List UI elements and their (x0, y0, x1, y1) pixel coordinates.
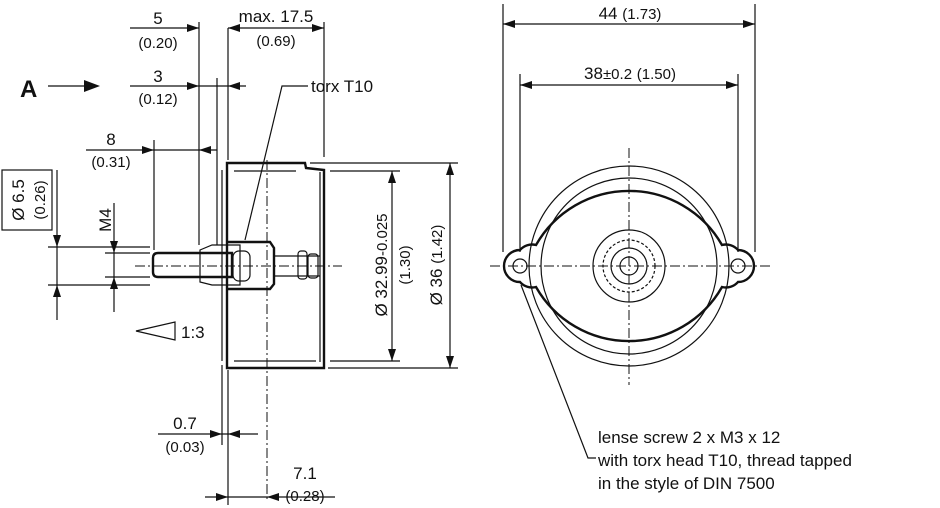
svg-text:8: 8 (106, 130, 115, 149)
svg-text:0.7: 0.7 (173, 414, 197, 433)
dim-max-17-5: max. 17.5 (0.69) (228, 7, 324, 50)
svg-text:38±0.2 (1.50): 38±0.2 (1.50) (584, 64, 676, 83)
svg-text:(0.28): (0.28) (285, 488, 324, 505)
svg-text:(1.30): (1.30) (397, 245, 414, 284)
side-view (135, 160, 342, 500)
dim-36: Ø 36 (1.42) (427, 163, 454, 368)
torx-callout: torx T10 (244, 77, 373, 241)
svg-text:44 (1.73): 44 (1.73) (599, 4, 662, 23)
svg-text:(0.20): (0.20) (138, 35, 177, 52)
svg-text:3: 3 (153, 67, 162, 86)
taper-symbol: 1:3 (135, 321, 205, 342)
dim-5: 5 (0.20) (130, 9, 199, 52)
screw-note: lense screw 2 x M3 x 12 with torx head T… (520, 284, 852, 493)
svg-text:in the style of DIN 7500: in the style of DIN 7500 (598, 474, 775, 493)
dim-38: 38±0.2 (1.50) (519, 64, 739, 252)
svg-text:with torx head T10, thread tap: with torx head T10, thread tapped (597, 451, 852, 470)
svg-text:Ø 36 (1.42): Ø 36 (1.42) (427, 225, 446, 306)
svg-text:(0.26): (0.26) (32, 180, 49, 219)
arrow-icon (84, 80, 100, 92)
dim-m4: M4 (96, 203, 118, 312)
dim-32-99: Ø 32.99-0.025 (1.30) (372, 171, 414, 361)
svg-text:M4: M4 (96, 208, 115, 232)
svg-text:(0.31): (0.31) (91, 154, 130, 171)
svg-text:(0.12): (0.12) (138, 91, 177, 108)
dim-8: 8 (0.31) (86, 130, 217, 171)
svg-text:7.1: 7.1 (293, 464, 317, 483)
dim-0-7: 0.7 (0.03) (158, 414, 258, 456)
svg-text:(0.69): (0.69) (256, 33, 295, 50)
svg-text:Ø 32.99-0.025: Ø 32.99-0.025 (372, 213, 391, 316)
view-a-marker: A (20, 76, 100, 103)
dim-3: 3 (0.12) (130, 67, 246, 108)
svg-text:(0.03): (0.03) (165, 439, 204, 456)
dim-6-5: Ø 6.5 (0.26) (1, 169, 61, 320)
svg-text:lense screw 2 x M3 x 12: lense screw 2 x M3 x 12 (598, 428, 780, 447)
svg-text:1:3: 1:3 (181, 323, 205, 342)
svg-text:5: 5 (153, 9, 162, 28)
extension-lines (48, 22, 458, 505)
svg-text:max. 17.5: max. 17.5 (239, 7, 314, 26)
dim-44: 44 (1.73) (502, 4, 756, 252)
front-view (490, 148, 770, 385)
dim-7-1: 7.1 (0.28) (205, 464, 335, 505)
view-label: A (20, 76, 37, 103)
svg-text:Ø 6.5: Ø 6.5 (9, 179, 28, 221)
svg-text:torx T10: torx T10 (311, 77, 373, 96)
